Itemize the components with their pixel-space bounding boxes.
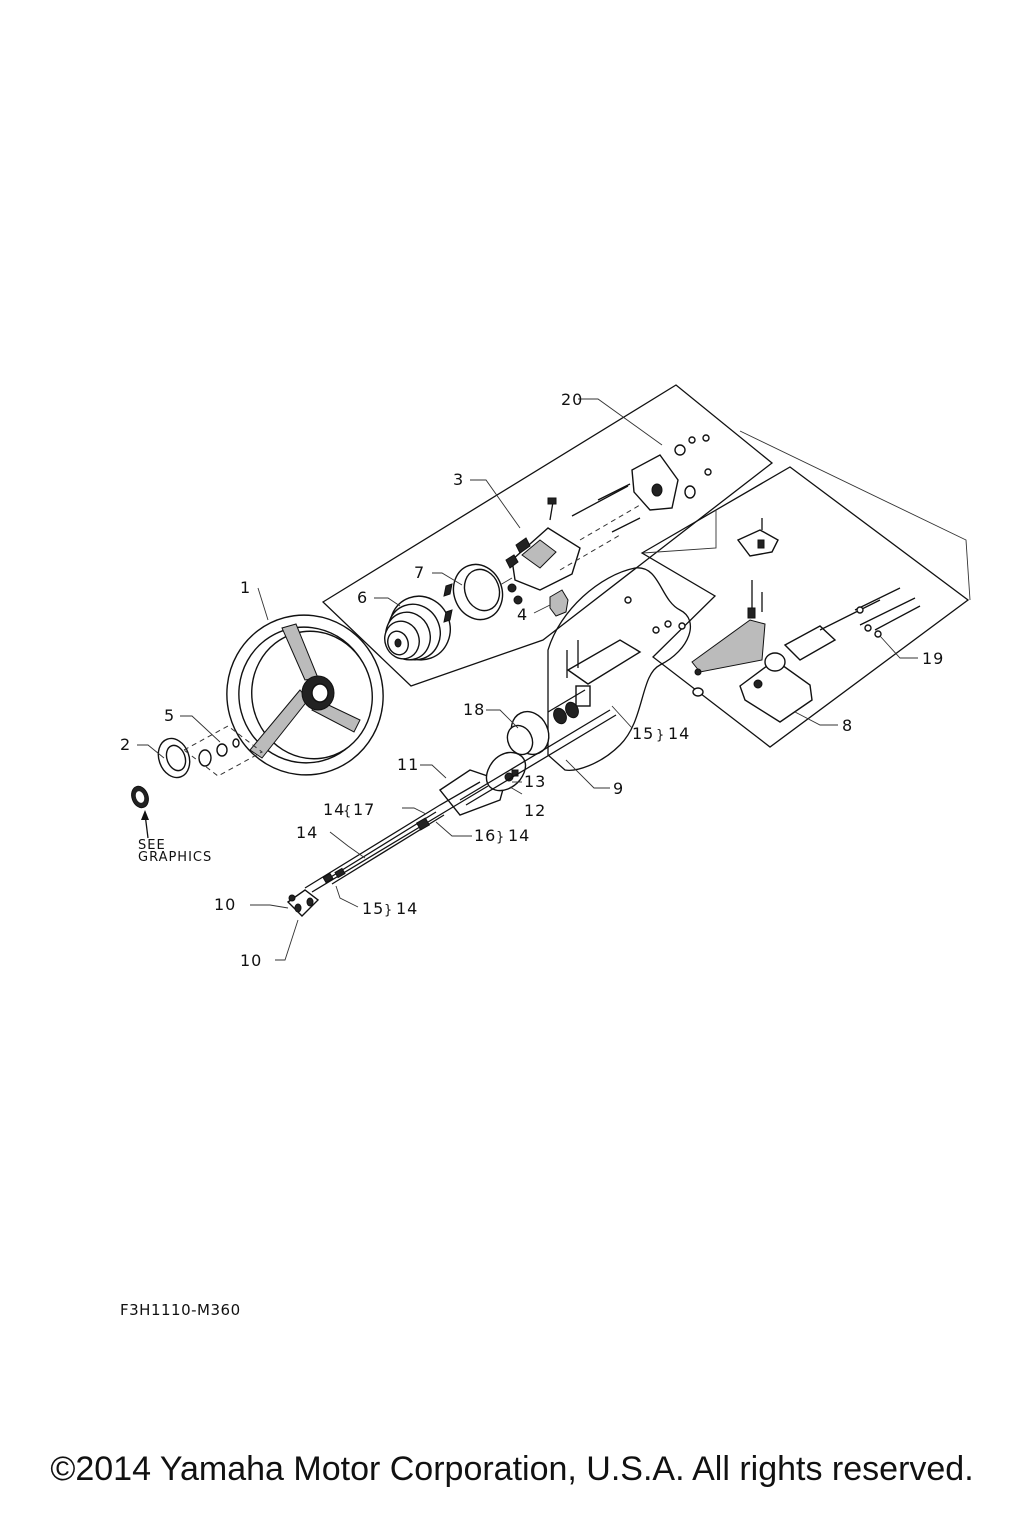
callout-16: 16 — [474, 826, 496, 845]
guide-line — [739, 430, 971, 601]
callout-1: 1 — [240, 578, 251, 597]
cover-9-outline — [547, 567, 691, 771]
ring — [443, 563, 504, 623]
callout-10: 10 — [214, 895, 236, 914]
callout-13: 13 — [524, 772, 546, 791]
callout-3: 3 — [453, 470, 464, 489]
callout-14: 14 — [508, 826, 530, 845]
clip — [549, 589, 569, 617]
mount-plate — [631, 434, 712, 511]
bellows-boot — [384, 595, 451, 661]
callout-4: 4 — [517, 605, 528, 624]
cover-hardware — [547, 596, 686, 713]
bolts — [559, 483, 641, 571]
callout-14: 14 — [668, 724, 690, 743]
callout-19: 19 — [922, 649, 944, 668]
emblem — [131, 785, 149, 809]
callout-10: 10 — [240, 951, 262, 970]
callout-5: 5 — [164, 706, 175, 725]
callout-18: 18 — [463, 700, 485, 719]
washer-set — [198, 738, 240, 767]
callout-20: 20 — [561, 390, 583, 409]
callout-9: 9 — [613, 779, 624, 798]
washer-group-outline — [183, 725, 263, 777]
bolt-set-19 — [854, 587, 921, 638]
arrow-head — [141, 810, 149, 820]
steering-wheel — [226, 614, 384, 776]
callout-17: 17 — [353, 800, 375, 819]
callout-brace: } — [496, 830, 505, 845]
callout-14: 14 — [396, 899, 418, 918]
callout-brace: { — [343, 804, 352, 819]
callout-2: 2 — [120, 735, 131, 754]
guide-line — [642, 510, 717, 554]
callout-11: 11 — [397, 755, 419, 774]
cable-ends — [286, 889, 320, 917]
leader-lines — [137, 398, 918, 961]
callout-labels: 20 3 7 6 4 1 5 2 18 11 13 12 9 15 } 14 8… — [120, 390, 944, 1319]
callout-7: 7 — [414, 563, 425, 582]
assembly-3-outline — [321, 384, 774, 687]
callout-15: 15 — [632, 724, 654, 743]
cap-nut — [157, 737, 191, 779]
callout-brace: } — [656, 728, 665, 743]
steering-cables — [304, 709, 617, 893]
helm-bracket — [691, 518, 881, 723]
see-graphics-line1: SEE — [138, 838, 166, 853]
callout-6: 6 — [357, 588, 368, 607]
callout-12: 12 — [524, 801, 546, 820]
see-graphics-line2: GRAPHICS — [138, 850, 212, 865]
callout-brace: } — [384, 903, 393, 918]
grommet — [506, 701, 579, 756]
column-housing — [499, 497, 581, 605]
callout-8: 8 — [842, 716, 853, 735]
copyright-notice: ©2014 Yamaha Motor Corporation, U.S.A. A… — [50, 1450, 974, 1488]
assembly-8-outline — [640, 466, 970, 748]
cable-boot — [438, 751, 527, 816]
callout-14: 14 — [296, 823, 318, 842]
callout-15: 15 — [362, 899, 384, 918]
diagram-code: F3H1110-M360 — [120, 1301, 241, 1319]
callout-14: 14 — [323, 800, 345, 819]
